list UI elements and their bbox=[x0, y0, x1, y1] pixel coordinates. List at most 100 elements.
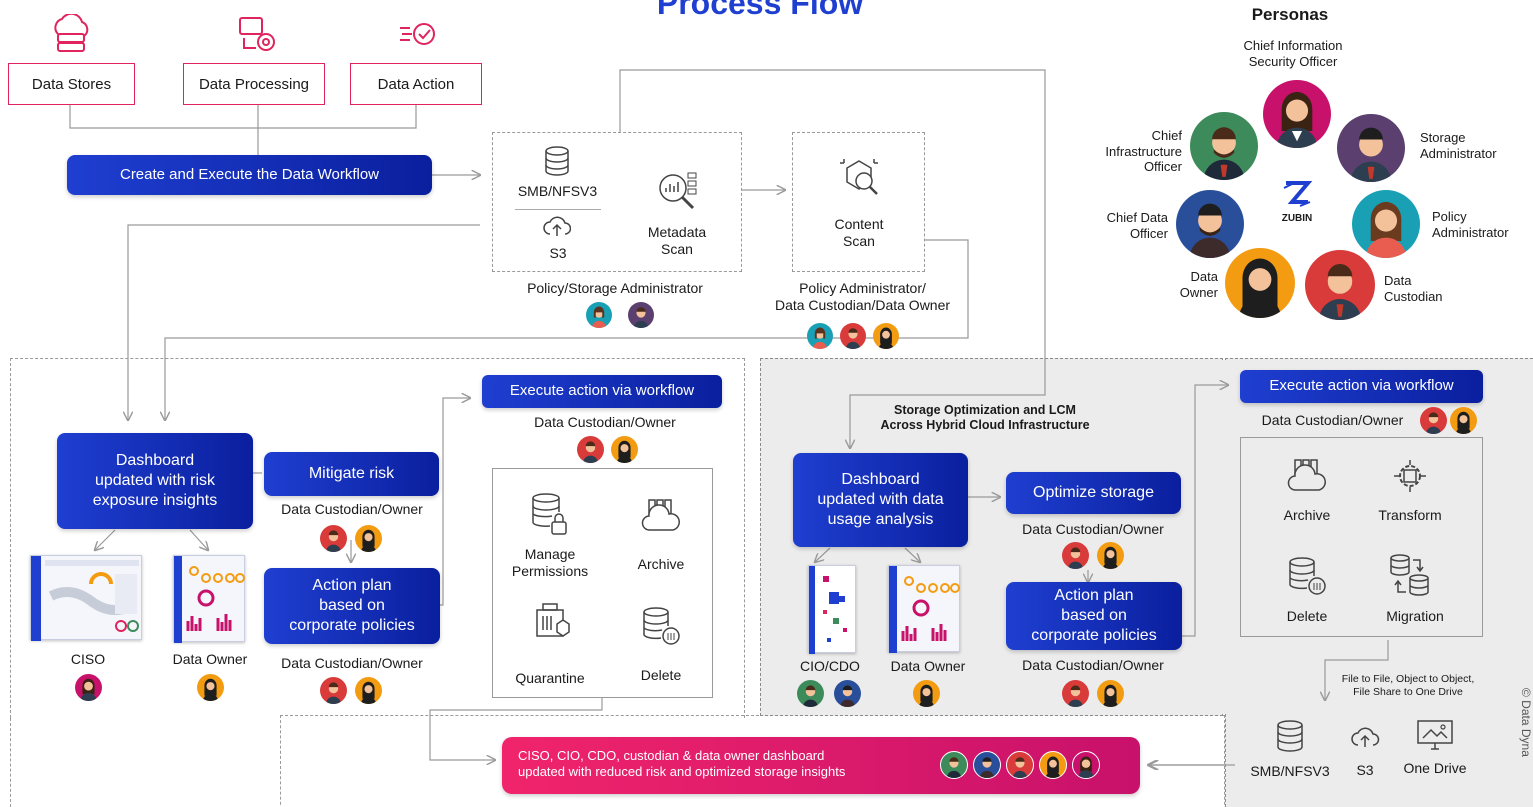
risk-dashboard-label: Dashboard updated with risk exposure ins… bbox=[92, 452, 218, 509]
avatar-mitigate-custodian bbox=[320, 525, 347, 552]
avatar-storage-admin bbox=[628, 302, 654, 328]
persona-cdo-label: Chief Data Officer bbox=[1106, 210, 1168, 241]
avatar-mitigate-owner bbox=[355, 525, 382, 552]
page-title: Process Flow bbox=[656, 0, 864, 21]
optimize-storage-label: Optimize storage bbox=[1033, 484, 1154, 501]
s3-label: S3 bbox=[1356, 762, 1374, 778]
data-stores-box: Data Stores bbox=[8, 63, 135, 105]
avatar-rplan-owner bbox=[1097, 680, 1124, 707]
persona-policy-admin-avatar bbox=[1352, 190, 1420, 258]
cio-dashboard-thumbnail bbox=[808, 565, 856, 654]
right-delete-icon bbox=[1287, 556, 1327, 596]
avatar-data-custodian bbox=[840, 323, 866, 349]
right-execute-box: Execute action via workflow bbox=[1240, 370, 1483, 403]
quarantine-icon bbox=[531, 602, 571, 644]
final-banner-label: CISO, CIO, CDO, custodian & data owner d… bbox=[518, 748, 846, 779]
onedrive-icon bbox=[1415, 718, 1455, 752]
risk-region bbox=[10, 358, 745, 718]
smb-icon bbox=[1275, 720, 1305, 752]
avatar-right-owner-small bbox=[913, 680, 940, 707]
persona-cdo-avatar bbox=[1176, 190, 1244, 258]
metadata-scan-box bbox=[492, 132, 742, 272]
optimize-role-label: Data Custodian/Owner bbox=[1022, 521, 1164, 537]
s3-cloud-icon bbox=[1350, 724, 1380, 750]
smb-label: SMB/NFSV3 bbox=[1250, 763, 1330, 779]
usage-dashboard-label: Dashboard updated with data usage analys… bbox=[817, 471, 944, 528]
database-icon bbox=[543, 146, 571, 176]
avatar-rexec-custodian bbox=[1420, 407, 1447, 434]
avatar-opt-custodian bbox=[1062, 542, 1089, 569]
owner-dashboard-thumbnail bbox=[173, 555, 245, 643]
avatar-data-owner bbox=[873, 323, 899, 349]
risk-region-bottom bbox=[10, 718, 11, 807]
ciso-label: CISO bbox=[70, 651, 106, 667]
content-scan-label: Content Scan bbox=[834, 216, 884, 249]
persona-ciso-avatar bbox=[1263, 80, 1331, 148]
data-processing-box: Data Processing bbox=[183, 63, 325, 105]
right-execute-label: Execute action via workflow bbox=[1269, 377, 1454, 395]
avatar-rexec-owner bbox=[1450, 407, 1477, 434]
left-execute-label: Execute action via workflow bbox=[509, 382, 695, 400]
data-stores-label: Data Stores bbox=[31, 75, 112, 93]
avatar-exec-custodian bbox=[577, 436, 604, 463]
left-execute-box: Execute action via workflow bbox=[482, 375, 722, 408]
avatar-plan-custodian bbox=[320, 677, 347, 704]
metadata-scan-icon bbox=[655, 168, 701, 214]
cloud-server-icon bbox=[48, 14, 92, 54]
right-action-plan-box: Action plan based on corporate policies bbox=[1006, 582, 1182, 650]
metadata-role-label: Policy/Storage Administrator bbox=[527, 280, 703, 296]
right-archive-icon bbox=[1287, 456, 1327, 496]
transform-label: Transform bbox=[1378, 507, 1442, 523]
avatar-ciso-small bbox=[75, 674, 102, 701]
right-archive-label: Archive bbox=[1283, 507, 1331, 523]
avatar-policy-admin-2 bbox=[807, 323, 833, 349]
mitigate-role-label: Data Custodian/Owner bbox=[281, 501, 423, 517]
right-owner-dashboard-thumbnail bbox=[888, 565, 960, 653]
transform-icon bbox=[1390, 456, 1430, 496]
ciso-dashboard-thumbnail bbox=[30, 555, 142, 641]
left-action-plan-role: Data Custodian/Owner bbox=[281, 655, 423, 671]
persona-data-owner-label: Data Owner bbox=[1179, 269, 1218, 300]
avatar-rplan-custodian bbox=[1062, 680, 1089, 707]
create-workflow-button[interactable]: Create and Execute the Data Workflow bbox=[67, 155, 432, 195]
avatar-left-owner-small bbox=[197, 674, 224, 701]
risk-dashboard-box: Dashboard updated with risk exposure ins… bbox=[57, 433, 253, 529]
avatar-exec-owner bbox=[611, 436, 638, 463]
persona-storage-admin-label: Storage Administrator bbox=[1420, 130, 1497, 161]
left-delete-label: Delete bbox=[640, 667, 682, 683]
usage-dashboard-box: Dashboard updated with data usage analys… bbox=[793, 453, 968, 547]
persona-data-custodian-avatar bbox=[1305, 250, 1375, 320]
persona-cio-avatar bbox=[1190, 112, 1258, 180]
right-delete-label: Delete bbox=[1286, 608, 1328, 624]
left-owner-label: Data Owner bbox=[172, 651, 248, 667]
left-action-plan-box: Action plan based on corporate policies bbox=[264, 568, 440, 644]
right-execute-role: Data Custodian/Owner bbox=[1261, 412, 1404, 428]
storage-region-patch bbox=[1215, 360, 1235, 714]
banner-avatar-custodian bbox=[1006, 751, 1034, 779]
persona-data-owner-avatar bbox=[1225, 248, 1295, 318]
metadata-divider bbox=[515, 209, 601, 210]
manage-permissions-icon bbox=[530, 492, 570, 540]
banner-avatar-ciso bbox=[1072, 751, 1100, 779]
zubin-logo-text: ZUBIN bbox=[1281, 213, 1313, 224]
quarantine-label: Quarantine bbox=[515, 670, 585, 686]
left-execute-role: Data Custodian/Owner bbox=[534, 414, 676, 430]
left-action-plan-label: Action plan based on corporate policies bbox=[289, 577, 415, 634]
banner-avatar-owner bbox=[1039, 751, 1067, 779]
avatar-opt-owner bbox=[1097, 542, 1124, 569]
left-actions-box bbox=[492, 468, 713, 698]
migration-label: Migration bbox=[1386, 608, 1444, 624]
left-delete-icon bbox=[641, 606, 681, 646]
persona-ciso-label: Chief Information Security Officer bbox=[1243, 38, 1343, 69]
manage-permissions-label: Manage Permissions bbox=[511, 546, 589, 579]
migration-icon bbox=[1388, 552, 1432, 600]
onedrive-label: One Drive bbox=[1403, 760, 1467, 776]
mitigate-risk-label: Mitigate risk bbox=[308, 465, 395, 482]
data-action-label: Data Action bbox=[377, 75, 455, 93]
content-scan-box bbox=[792, 132, 925, 272]
persona-storage-admin-avatar bbox=[1337, 114, 1405, 182]
copyright-label: © Data Dyna bbox=[1519, 688, 1533, 757]
banner-avatar-cio bbox=[940, 751, 968, 779]
avatar-cio-small bbox=[797, 680, 824, 707]
cloud-upload-icon bbox=[543, 214, 571, 238]
